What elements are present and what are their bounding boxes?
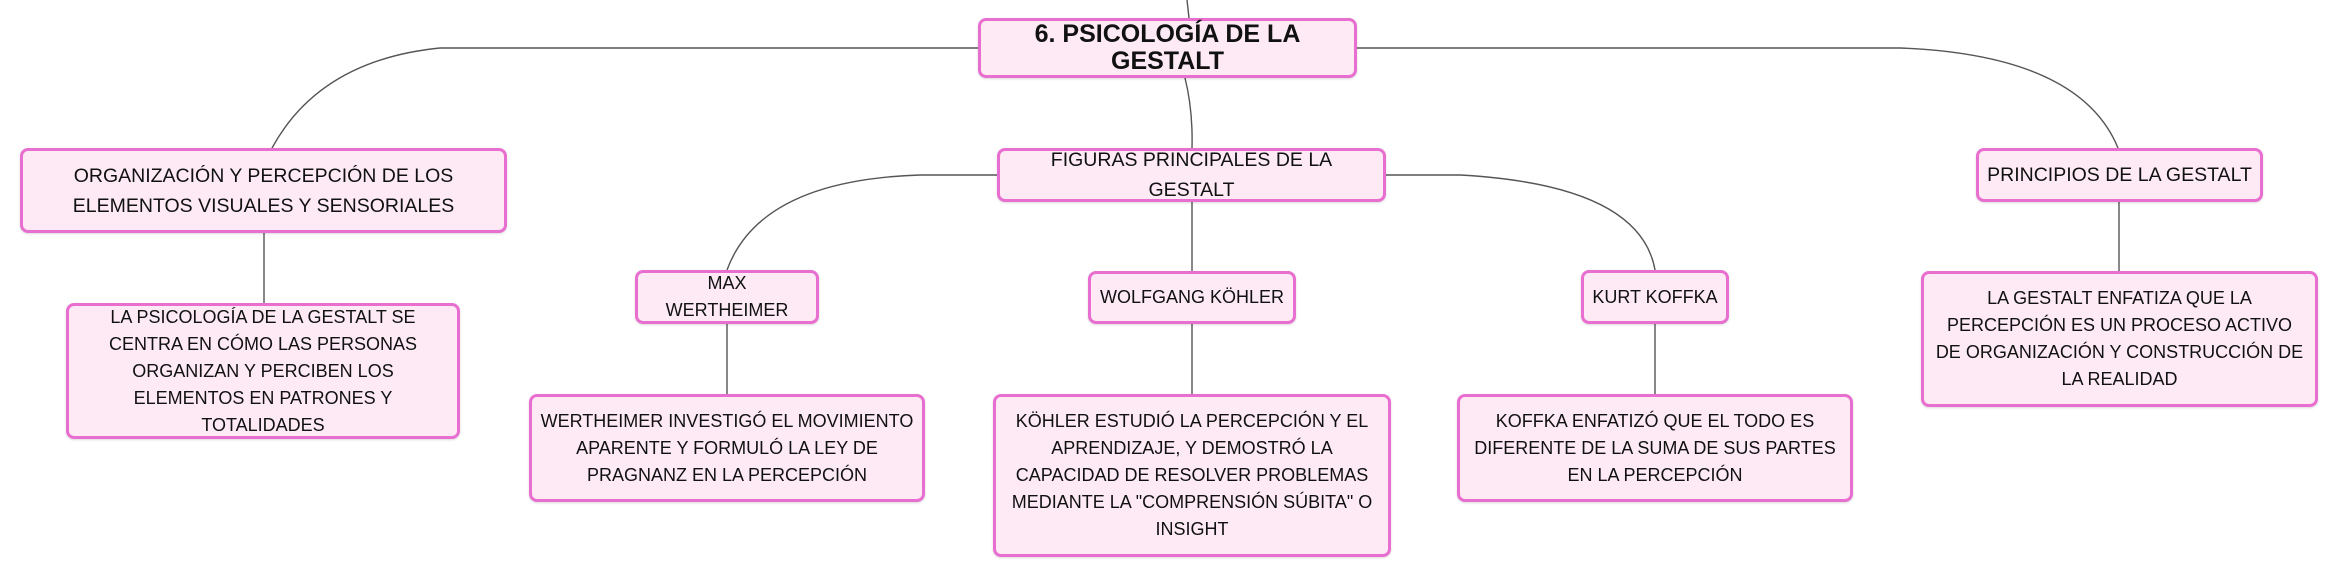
- subtopic-wertheimer[interactable]: MAX WERTHEIMER: [635, 270, 819, 324]
- subtopic-wertheimer-detail[interactable]: WERTHEIMER INVESTIGÓ EL MOVIMIENTO APARE…: [529, 394, 925, 502]
- subtopic-koffka-detail[interactable]: KOFFKA ENFATIZÓ QUE EL TODO ES DIFERENTE…: [1457, 394, 1853, 502]
- subtopic-principios-detail[interactable]: LA GESTALT ENFATIZA QUE LA PERCEPCIÓN ES…: [1921, 271, 2318, 407]
- topic-organizacion-label: ORGANIZACIÓN Y PERCEPCIÓN DE LOS ELEMENT…: [72, 164, 455, 217]
- subtopic-kohler-detail-text: KÖHLER ESTUDIÓ LA PERCEPCIÓN Y EL APREND…: [1011, 411, 1373, 539]
- connector-root-organizacion: [271, 47, 978, 149]
- connector-root-figuras: [1184, 77, 1193, 149]
- connector-figuras-koffka: [1386, 174, 1656, 271]
- subtopic-organizacion-detail-text: LA PSICOLOGÍA DE LA GESTALT SE CENTRA EN…: [108, 306, 418, 435]
- topic-figuras[interactable]: FIGURAS PRINCIPALES DE LA GESTALT: [997, 148, 1386, 202]
- subtopic-kohler-detail[interactable]: KÖHLER ESTUDIÓ LA PERCEPCIÓN Y EL APREND…: [993, 394, 1391, 557]
- topic-principios[interactable]: PRINCIPIOS DE LA GESTALT: [1976, 148, 2263, 202]
- subtopic-koffka[interactable]: KURT KOFFKA: [1581, 270, 1729, 324]
- topic-principios-label: PRINCIPIOS DE LA GESTALT: [1987, 164, 2252, 186]
- subtopic-wertheimer-detail-text: WERTHEIMER INVESTIGÓ EL MOVIMIENTO APARE…: [540, 410, 914, 485]
- topic-figuras-label: FIGURAS PRINCIPALES DE LA GESTALT: [1050, 149, 1333, 201]
- subtopic-koffka-detail-text: KOFFKA ENFATIZÓ QUE EL TODO ES DIFERENTE…: [1474, 410, 1836, 485]
- root-topic-label: 6. PSICOLOGÍA DE LA GESTALT: [1034, 20, 1301, 75]
- connector-root-principios: [1357, 47, 2119, 149]
- subtopic-principios-detail-text: LA GESTALT ENFATIZA QUE LA PERCEPCIÓN ES…: [1935, 288, 2304, 389]
- subtopic-koffka-label: KURT KOFFKA: [1592, 286, 1718, 307]
- connector-figuras-wertheimer: [726, 174, 997, 271]
- subtopic-kohler-label: WOLFGANG KÖHLER: [1099, 287, 1285, 307]
- topic-organizacion[interactable]: ORGANIZACIÓN Y PERCEPCIÓN DE LOS ELEMENT…: [20, 148, 507, 233]
- root-topic[interactable]: 6. PSICOLOGÍA DE LA GESTALT: [978, 18, 1357, 78]
- subtopic-wertheimer-label: MAX WERTHEIMER: [665, 273, 789, 320]
- subtopic-organizacion-detail[interactable]: LA PSICOLOGÍA DE LA GESTALT SE CENTRA EN…: [66, 303, 460, 439]
- connector-root-parent: [1186, 0, 1190, 19]
- subtopic-kohler[interactable]: WOLFGANG KÖHLER: [1088, 271, 1296, 324]
